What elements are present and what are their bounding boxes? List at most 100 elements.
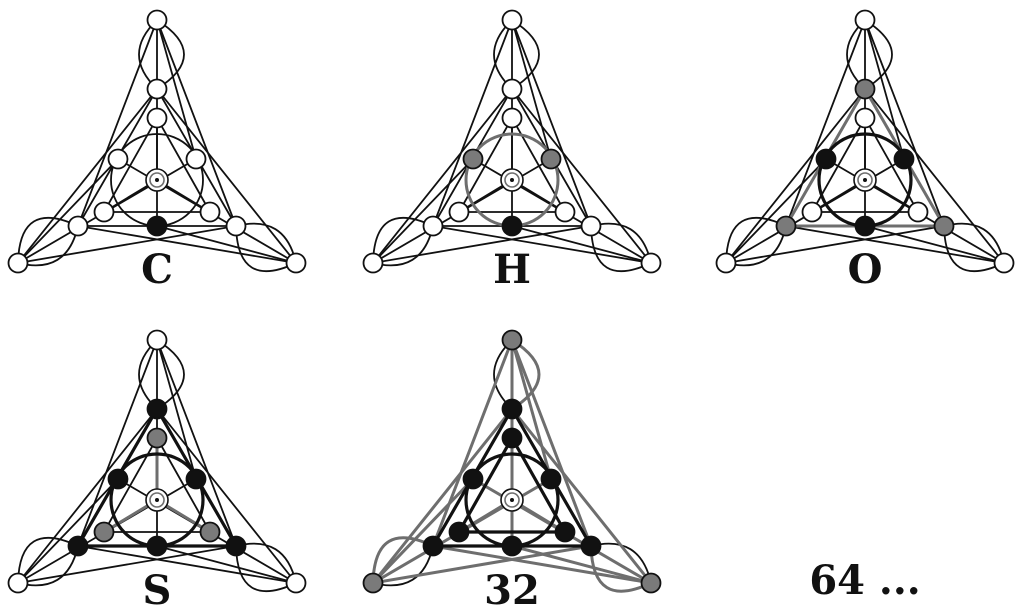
mid-node: [501, 427, 523, 449]
continuation-label: 64 ...: [809, 557, 920, 604]
bottom-node: [146, 215, 168, 237]
shoulder-node: [107, 468, 129, 490]
corner-link-edge: [432, 225, 652, 264]
panel-32: [362, 329, 662, 594]
center-dot: [510, 178, 514, 182]
inner-triangle-edge: [156, 117, 211, 213]
apex-node: [640, 252, 662, 274]
center-ring: [149, 492, 165, 508]
node-group: [362, 329, 662, 594]
loop-edge: [156, 339, 185, 410]
apex-node: [285, 252, 307, 274]
shoulder-node: [893, 148, 915, 170]
apex-node: [715, 252, 737, 274]
shoulder-node: [185, 148, 207, 170]
corner-link-edge: [17, 545, 237, 584]
upper-node: [580, 535, 602, 557]
inner-triangle-edge: [103, 117, 158, 213]
shoulder-node: [540, 468, 562, 490]
corner-link-edge: [864, 19, 905, 160]
corner-link-edge: [372, 158, 474, 264]
corner-link-edge: [511, 225, 652, 264]
corner-link-edge: [17, 88, 158, 264]
corner-link-edge: [17, 225, 237, 264]
corner-link-edge: [156, 545, 297, 584]
corner-link-edge: [371, 407, 514, 585]
bottom-node: [146, 535, 168, 557]
center-ring: [857, 172, 873, 188]
upper-node: [422, 215, 444, 237]
panel-label-h: H: [493, 246, 531, 293]
corner-link-edge: [725, 225, 945, 264]
upper-node: [67, 535, 89, 557]
shoulder-node: [185, 468, 207, 490]
upper-node: [775, 215, 797, 237]
node-group: [7, 9, 307, 274]
corner-link-edge: [156, 19, 237, 227]
bottom-node: [854, 215, 876, 237]
loop-edge: [371, 536, 435, 585]
upper-node: [225, 535, 247, 557]
corner-link-edge: [156, 339, 197, 480]
corner-link-edge: [511, 19, 592, 227]
corner-link-edge: [156, 88, 297, 264]
loop-edge: [235, 545, 297, 593]
corner-link-edge: [725, 88, 866, 264]
panel-o: [715, 9, 1015, 274]
upper-node: [422, 535, 444, 557]
upper-node: [933, 215, 955, 237]
corner-link-edge: [864, 225, 1005, 264]
mid-node: [199, 201, 221, 223]
shoulder-node: [462, 468, 484, 490]
shoulder-node: [107, 148, 129, 170]
corner-link-edge: [17, 408, 158, 584]
panel-s: [7, 329, 307, 594]
bottom-node: [501, 535, 523, 557]
loop-edge: [17, 536, 79, 584]
mid-node: [448, 521, 470, 543]
center-dot: [863, 178, 867, 182]
corner-link-edge: [156, 339, 237, 547]
center-dot: [510, 498, 514, 502]
mid-node: [93, 201, 115, 223]
corner-link-edge: [864, 19, 945, 227]
loop-edge: [846, 19, 866, 90]
corner-link-edge: [785, 19, 866, 227]
apex-node: [501, 9, 523, 31]
center-ring: [504, 492, 520, 508]
mid-node: [501, 107, 523, 129]
panel-label-s: S: [143, 567, 172, 614]
upper-node: [501, 398, 523, 420]
apex-node: [501, 329, 523, 351]
upper-node: [501, 78, 523, 100]
loop-edge: [493, 19, 513, 90]
shoulder-node: [815, 148, 837, 170]
corner-link-edge: [77, 545, 297, 584]
mid-node: [199, 521, 221, 543]
loop-edge: [17, 216, 79, 264]
corner-link-edge: [511, 19, 552, 160]
upper-node: [146, 398, 168, 420]
loop-edge: [864, 19, 893, 90]
mid-node: [448, 201, 470, 223]
corner-link-edge: [371, 544, 593, 585]
panel-label-o: O: [848, 246, 883, 293]
corner-link-edge: [431, 544, 653, 585]
mid-node: [146, 107, 168, 129]
apex-node: [7, 572, 29, 594]
corner-link-edge: [372, 225, 592, 264]
apex-node: [146, 329, 168, 351]
mid-node: [907, 201, 929, 223]
mid-node: [554, 521, 576, 543]
corner-link-edge: [510, 338, 553, 481]
corner-link-edge: [432, 19, 513, 227]
center-ring: [504, 172, 520, 188]
upper-node: [225, 215, 247, 237]
center-dot: [155, 498, 159, 502]
corner-link-edge: [431, 338, 514, 548]
corner-link-edge: [510, 544, 653, 585]
center-dot: [155, 178, 159, 182]
node-group: [7, 329, 307, 594]
corner-link-edge: [510, 407, 653, 585]
